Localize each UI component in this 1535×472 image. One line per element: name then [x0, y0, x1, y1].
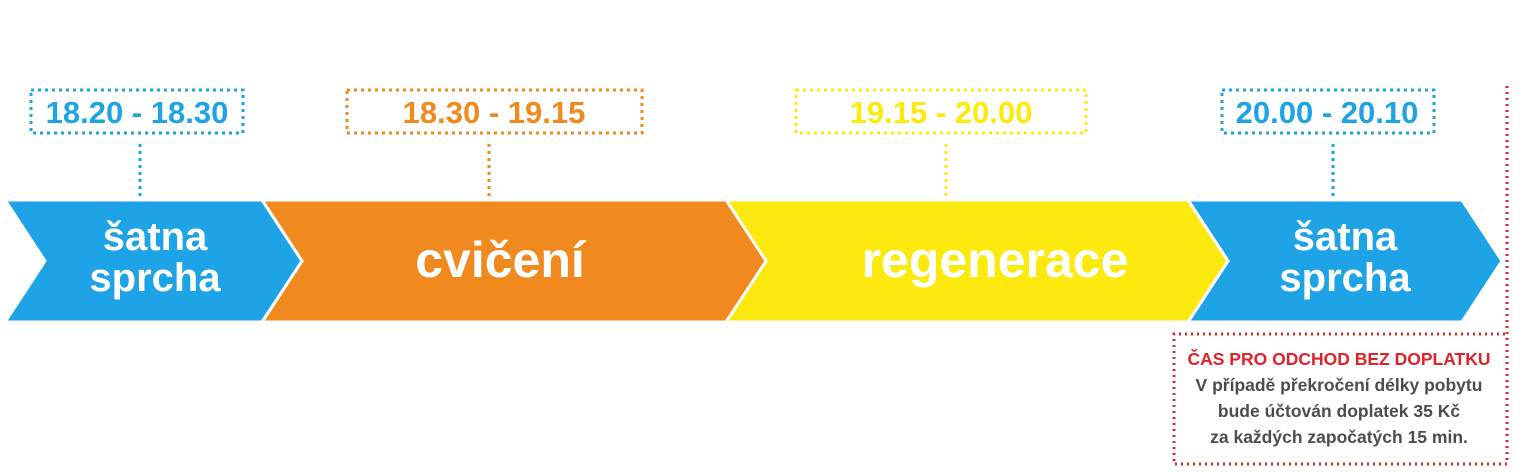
- segment-label-regenerace: regenerace: [862, 232, 1129, 288]
- segment-label-satna-2-line-1: šatna: [1293, 215, 1398, 259]
- notice-frame: [1172, 86, 1509, 466]
- time-box-satna-2: [1220, 88, 1436, 135]
- time-box-satna-1: [29, 88, 245, 135]
- segment-label-satna-2-line-2: sprcha: [1279, 256, 1411, 300]
- time-label-satna-1: 18.20 - 18.30: [46, 95, 229, 130]
- time-label-satna-2: 20.00 - 20.10: [1236, 95, 1419, 130]
- notice-title: ČAS PRO ODCHOD BEZ DOPLATKU: [1187, 348, 1490, 369]
- notice-line-3: za každých započatých 15 min.: [1210, 427, 1468, 447]
- segment-label-satna-1-line-1: šatna: [103, 215, 208, 259]
- segment-label-satna-1-line-2: sprcha: [89, 256, 221, 300]
- time-label-cviceni: 18.30 - 19.15: [403, 95, 586, 130]
- arrow-segment-satna-1: [2, 198, 304, 324]
- time-box-regenerace: [794, 88, 1088, 135]
- notice-line-2: bude účtován doplatek 35 Kč: [1218, 401, 1460, 421]
- time-label-regenerace: 19.15 - 20.00: [850, 95, 1033, 130]
- notice-line-1: V případě překročení délky pobytu: [1196, 375, 1483, 395]
- segment-label-cviceni: cvičení: [415, 232, 587, 288]
- time-box-cviceni: [345, 88, 644, 135]
